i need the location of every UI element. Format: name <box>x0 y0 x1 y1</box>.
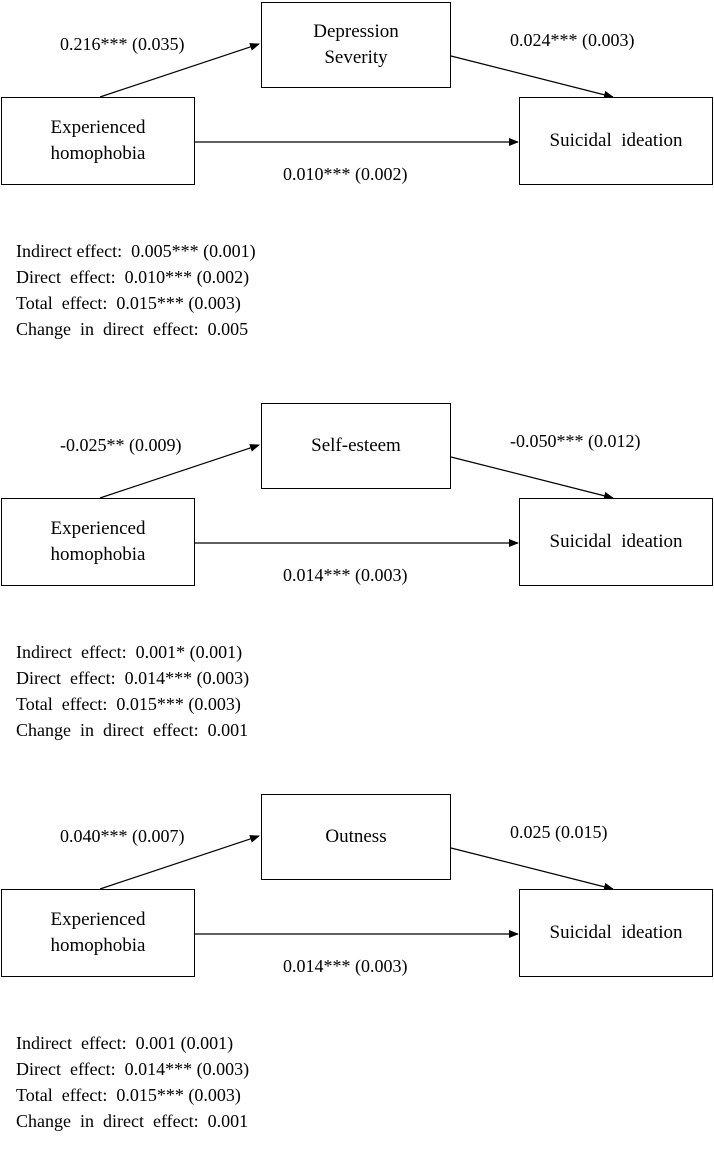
effects-summary: Indirect effect: 0.001* (0.001) Direct e… <box>16 639 249 743</box>
mediator-box: Self-esteem <box>261 403 451 489</box>
effects-summary: Indirect effect: 0.001 (0.001) Direct ef… <box>16 1030 249 1134</box>
mediator-label-line1: Self-esteem <box>311 435 401 456</box>
predictor-box: Experienced homophobia <box>1 498 195 586</box>
path-b-coefficient: 0.025 (0.015) <box>510 822 608 842</box>
arrow-path-b <box>450 456 614 500</box>
path-a-coefficient: -0.025** (0.009) <box>60 435 182 455</box>
path-a-coefficient: 0.216*** (0.035) <box>60 34 185 54</box>
mediation-panel-outness: Experienced homophobia Outness Suicidal i… <box>0 792 714 1152</box>
outcome-label: Suicidal ideation <box>549 130 683 151</box>
change-in-direct-effect: Change in direct effect: 0.001 <box>16 1111 249 1131</box>
change-in-direct-effect: Change in direct effect: 0.005 <box>16 319 249 339</box>
predictor-box: Experienced homophobia <box>1 97 195 185</box>
path-c-coefficient: 0.010*** (0.002) <box>283 164 408 184</box>
path-a-coefficient: 0.040*** (0.007) <box>60 826 185 846</box>
path-arrows <box>99 835 614 938</box>
predictor-label-line1: Experienced <box>50 117 146 138</box>
mediator-box: Outness <box>261 794 451 880</box>
outcome-box: Suicidal ideation <box>519 97 713 185</box>
path-b-coefficient: 0.024*** (0.003) <box>510 30 635 50</box>
arrow-path-b <box>450 847 614 891</box>
total-effect: Total effect: 0.015*** (0.003) <box>16 694 241 714</box>
mediator-label-line1: Depression <box>313 21 399 42</box>
mediator-label-line2: Severity <box>324 47 388 68</box>
indirect-effect: Indirect effect: 0.005*** (0.001) <box>16 241 256 261</box>
path-arrows <box>99 43 614 146</box>
arrow-path-a <box>99 444 260 499</box>
change-in-direct-effect: Change in direct effect: 0.001 <box>16 720 249 740</box>
total-effect: Total effect: 0.015*** (0.003) <box>16 1085 241 1105</box>
effects-summary: Indirect effect: 0.005*** (0.001) Direct… <box>16 238 256 342</box>
mediation-panel-self-esteem: Experienced homophobia Self-esteem Suicid… <box>0 401 714 761</box>
arrow-path-a <box>99 835 260 890</box>
indirect-effect: Indirect effect: 0.001 (0.001) <box>16 1033 234 1053</box>
predictor-label-line1: Experienced <box>50 518 146 539</box>
predictor-label-line2: homophobia <box>50 143 146 164</box>
predictor-label-line1: Experienced <box>50 909 146 930</box>
path-c-coefficient: 0.014*** (0.003) <box>283 565 408 585</box>
path-c-coefficient: 0.014*** (0.003) <box>283 956 408 976</box>
outcome-box: Suicidal ideation <box>519 889 713 977</box>
predictor-label-line2: homophobia <box>50 935 146 956</box>
outcome-label: Suicidal ideation <box>549 531 683 552</box>
outcome-label: Suicidal ideation <box>549 922 683 943</box>
arrow-path-b <box>450 55 614 99</box>
total-effect: Total effect: 0.015*** (0.003) <box>16 293 241 313</box>
predictor-label-line2: homophobia <box>50 544 146 565</box>
path-b-coefficient: -0.050*** (0.012) <box>510 431 641 451</box>
direct-effect: Direct effect: 0.014*** (0.003) <box>16 668 250 688</box>
mediator-label-line1: Outness <box>325 826 387 847</box>
outcome-box: Suicidal ideation <box>519 498 713 586</box>
arrow-path-a <box>99 43 260 98</box>
direct-effect: Direct effect: 0.014*** (0.003) <box>16 1059 250 1079</box>
indirect-effect: Indirect effect: 0.001* (0.001) <box>16 642 243 662</box>
predictor-box: Experienced homophobia <box>1 889 195 977</box>
direct-effect: Direct effect: 0.010*** (0.002) <box>16 267 250 287</box>
path-arrows <box>99 444 614 547</box>
